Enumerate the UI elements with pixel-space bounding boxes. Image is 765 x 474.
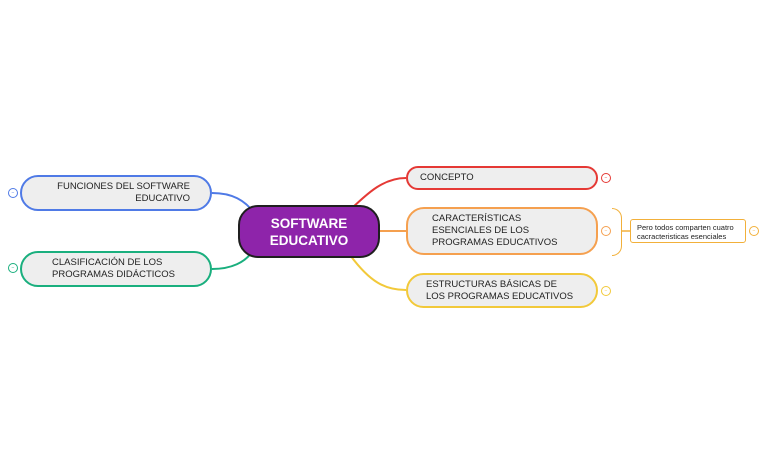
topic-node-funciones[interactable]: FUNCIONES DEL SOFTWARE EDUCATIVO bbox=[20, 175, 212, 211]
central-topic-label: SOFTWARE EDUCATIVO bbox=[269, 215, 349, 248]
collapse-toggle-icon[interactable]: − bbox=[601, 226, 611, 236]
central-topic-node[interactable]: SOFTWARE EDUCATIVO bbox=[238, 205, 380, 258]
topic-label-concepto: CONCEPTO bbox=[420, 172, 474, 183]
summary-note[interactable]: Pero todos comparten cuatro cacracterist… bbox=[630, 219, 746, 243]
collapse-toggle-icon[interactable]: − bbox=[8, 188, 18, 198]
collapse-toggle-icon[interactable]: − bbox=[601, 286, 611, 296]
topic-label-clasificacion: CLASIFICACIÓN DE LOS PROGRAMAS DIDÁCTICO… bbox=[52, 257, 175, 280]
topic-label-funciones: FUNCIONES DEL SOFTWARE EDUCATIVO bbox=[57, 181, 190, 204]
topic-node-caracteristicas[interactable]: CARACTERÍSTICAS ESENCIALES DE LOS PROGRA… bbox=[406, 207, 598, 255]
summary-bracket bbox=[612, 208, 622, 256]
topic-node-estructuras[interactable]: ESTRUCTURAS BÁSICAS DE LOS PROGRAMAS EDU… bbox=[406, 273, 598, 308]
summary-note-label: Pero todos comparten cuatro cacracterist… bbox=[637, 223, 734, 241]
collapse-toggle-icon[interactable]: − bbox=[601, 173, 611, 183]
connector-estructuras bbox=[349, 254, 407, 291]
topic-node-clasificacion[interactable]: CLASIFICACIÓN DE LOS PROGRAMAS DIDÁCTICO… bbox=[20, 251, 212, 287]
topic-node-concepto[interactable]: CONCEPTO bbox=[406, 166, 598, 190]
collapse-toggle-icon[interactable]: − bbox=[8, 263, 18, 273]
collapse-toggle-icon[interactable]: − bbox=[749, 226, 759, 236]
topic-label-caracteristicas: CARACTERÍSTICAS ESENCIALES DE LOS PROGRA… bbox=[432, 213, 558, 248]
topic-label-estructuras: ESTRUCTURAS BÁSICAS DE LOS PROGRAMAS EDU… bbox=[426, 278, 574, 302]
